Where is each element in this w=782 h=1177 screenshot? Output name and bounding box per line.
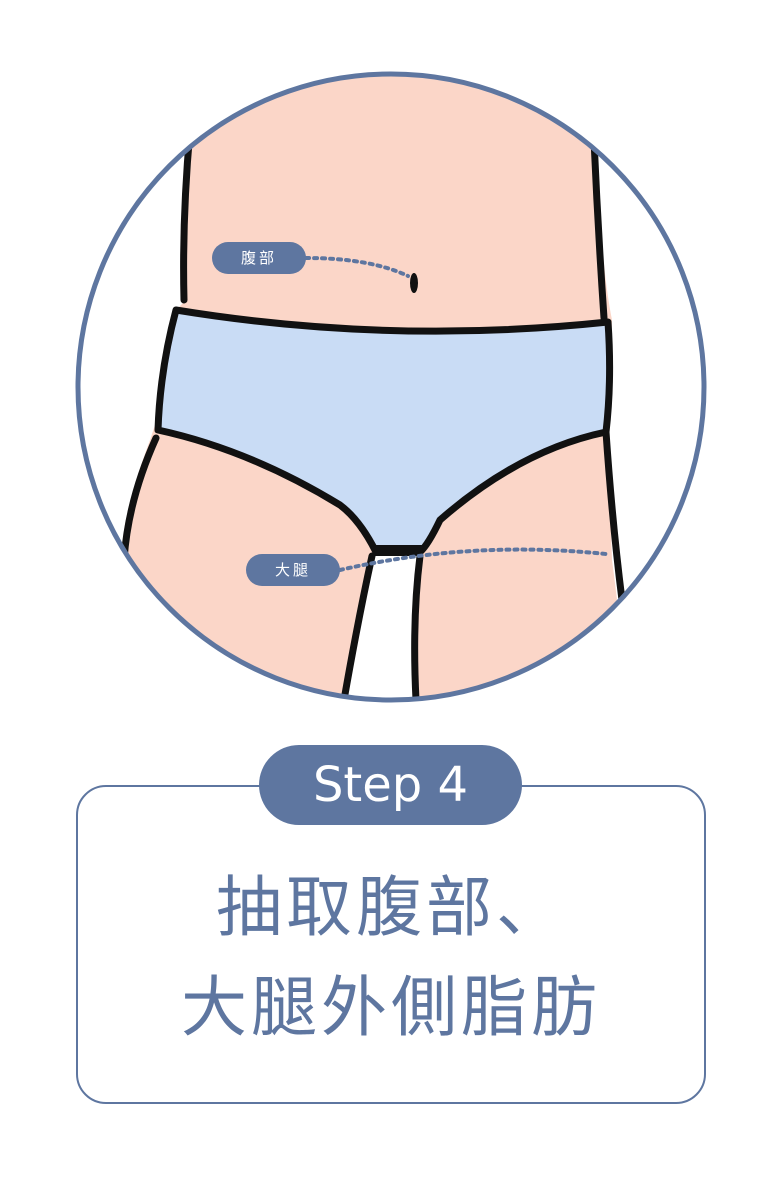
crotch-gap xyxy=(340,555,418,700)
thigh-label: 大腿 xyxy=(246,554,340,586)
right-side-outside xyxy=(598,74,704,700)
left-leg-outer-outline xyxy=(120,434,160,564)
thigh-label-text: 大腿 xyxy=(275,561,311,579)
abdomen-label-text: 腹部 xyxy=(241,249,277,267)
waist-right-outline xyxy=(590,136,608,322)
step-badge: Step 4 xyxy=(259,745,522,825)
caption-line-2: 大腿外側脂肪 xyxy=(181,969,601,1046)
abdomen-label: 腹部 xyxy=(212,242,306,274)
crotch-band xyxy=(370,545,424,556)
abdomen-pointer-line xyxy=(304,256,410,278)
right-leg-outer-outline xyxy=(602,428,626,604)
left-leg-inner-outline xyxy=(340,552,376,700)
caption-line-1: 抽取腹部、 xyxy=(216,869,566,946)
underwear xyxy=(154,306,614,556)
right-leg-inner-outline xyxy=(411,552,424,700)
left-lower-outside xyxy=(78,560,140,700)
body-illustration: 腹部 大腿 xyxy=(75,71,707,703)
illustration-frame xyxy=(75,71,707,703)
thigh-pointer-line xyxy=(338,547,608,572)
navel xyxy=(410,273,418,293)
